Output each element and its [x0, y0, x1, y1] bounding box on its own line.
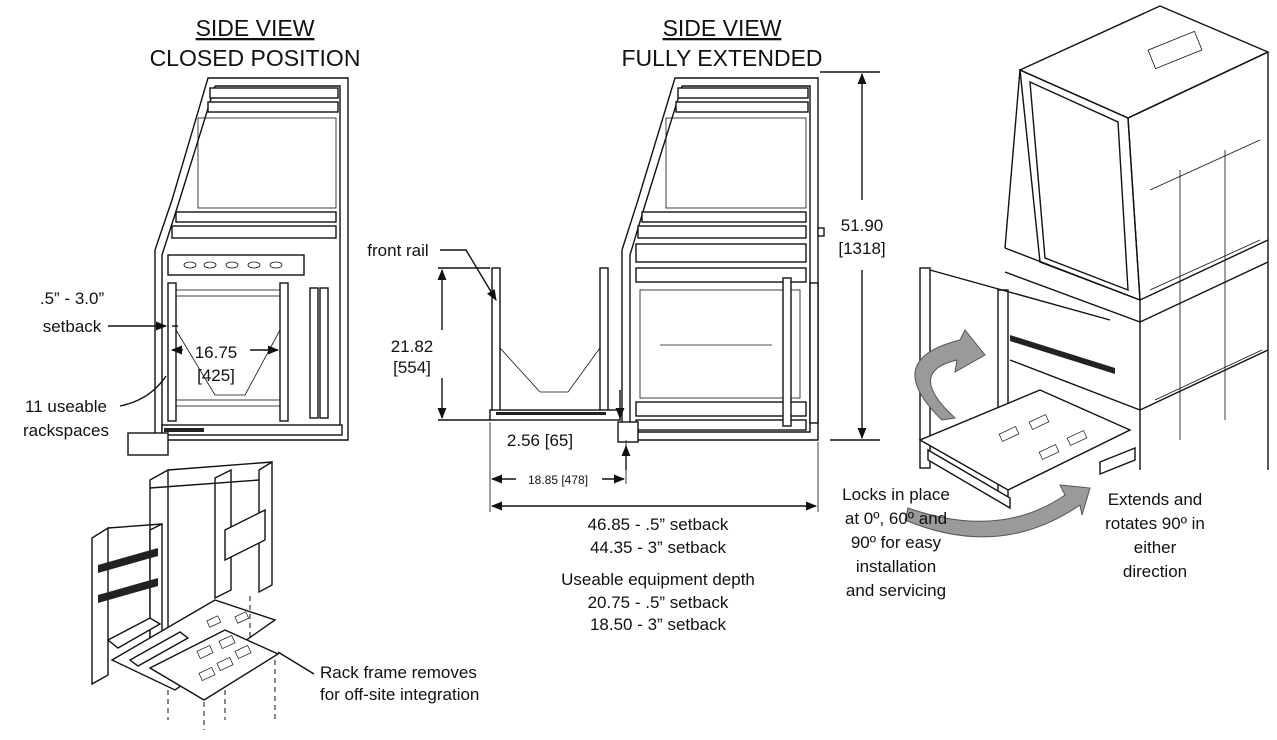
extends-label-4: direction	[1123, 562, 1187, 581]
locks-label-1: Locks in place	[842, 485, 950, 504]
useable-depth-line-1: 20.75 - .5” setback	[588, 593, 729, 612]
extends-label-1: Extends and	[1108, 490, 1203, 509]
removes-labels: Rack frame removes for off-site integrat…	[277, 651, 479, 704]
rail-height-dimension-mm: [554]	[393, 358, 431, 377]
locks-label-3: 90º for easy	[851, 533, 942, 552]
rackspaces-label-2: rackspaces	[23, 421, 109, 440]
locks-label-4: installation	[856, 557, 936, 576]
removes-label-2: for off-site integration	[320, 685, 479, 704]
width-dimension: 16.75	[195, 343, 238, 362]
rackspaces-label: 11 useable	[25, 397, 107, 416]
closed-title-line1: SIDE VIEW	[196, 15, 315, 41]
front-rail-label: front rail	[367, 241, 428, 260]
closed-view-title: SIDE VIEW CLOSED POSITION	[150, 15, 361, 71]
overall-height-dimension-mm: [1318]	[838, 239, 885, 258]
closed-view-labels: .5” - 3.0” setback 16.75 [425] 11 useabl…	[23, 289, 280, 440]
useable-depth-title: Useable equipment depth	[561, 570, 755, 589]
depth-line-1: 46.85 - .5” setback	[588, 515, 729, 534]
extended-title-line2: FULLY EXTENDED	[621, 45, 822, 71]
setback-range-label: .5” - 3.0”	[40, 289, 105, 308]
removable-rack-frame-drawing	[91, 460, 280, 730]
removes-label-1: Rack frame removes	[320, 663, 477, 682]
cabinet-isometric-drawing	[904, 5, 1270, 538]
extended-title-line1: SIDE VIEW	[663, 15, 782, 41]
closed-title-line2: CLOSED POSITION	[150, 45, 361, 71]
rotate-up-arrow-icon	[914, 329, 986, 421]
locks-label-5: and servicing	[846, 581, 946, 600]
depth-line-2: 44.35 - 3” setback	[590, 538, 727, 557]
locks-label-2: at 0º, 60º and	[845, 509, 947, 528]
rotate-down-arrow-icon	[904, 484, 1091, 538]
width-dimension-mm: [425]	[197, 366, 235, 385]
rail-depth-dimension: 18.85 [478]	[528, 473, 588, 487]
rail-height-dimension: 21.82	[391, 337, 434, 356]
extended-side-view-drawing	[489, 77, 825, 443]
extends-label-3: either	[1134, 538, 1177, 557]
cabinet-labels: Locks in place at 0º, 60º and 90º for ea…	[842, 485, 1205, 600]
extends-label-2: rotates 90º in	[1105, 514, 1205, 533]
overall-height-dimension: 51.90	[841, 216, 884, 235]
closed-side-view-drawing	[127, 77, 349, 456]
offset-dimension: 2.56 [65]	[507, 431, 573, 450]
extended-view-title: SIDE VIEW FULLY EXTENDED	[621, 15, 822, 71]
setback-range-label-2: setback	[43, 317, 102, 336]
useable-depth-line-2: 18.50 - 3” setback	[590, 615, 727, 634]
extended-view-dimensions: front rail 21.82 [554] 51.90 [1318] 2.56…	[367, 71, 886, 634]
